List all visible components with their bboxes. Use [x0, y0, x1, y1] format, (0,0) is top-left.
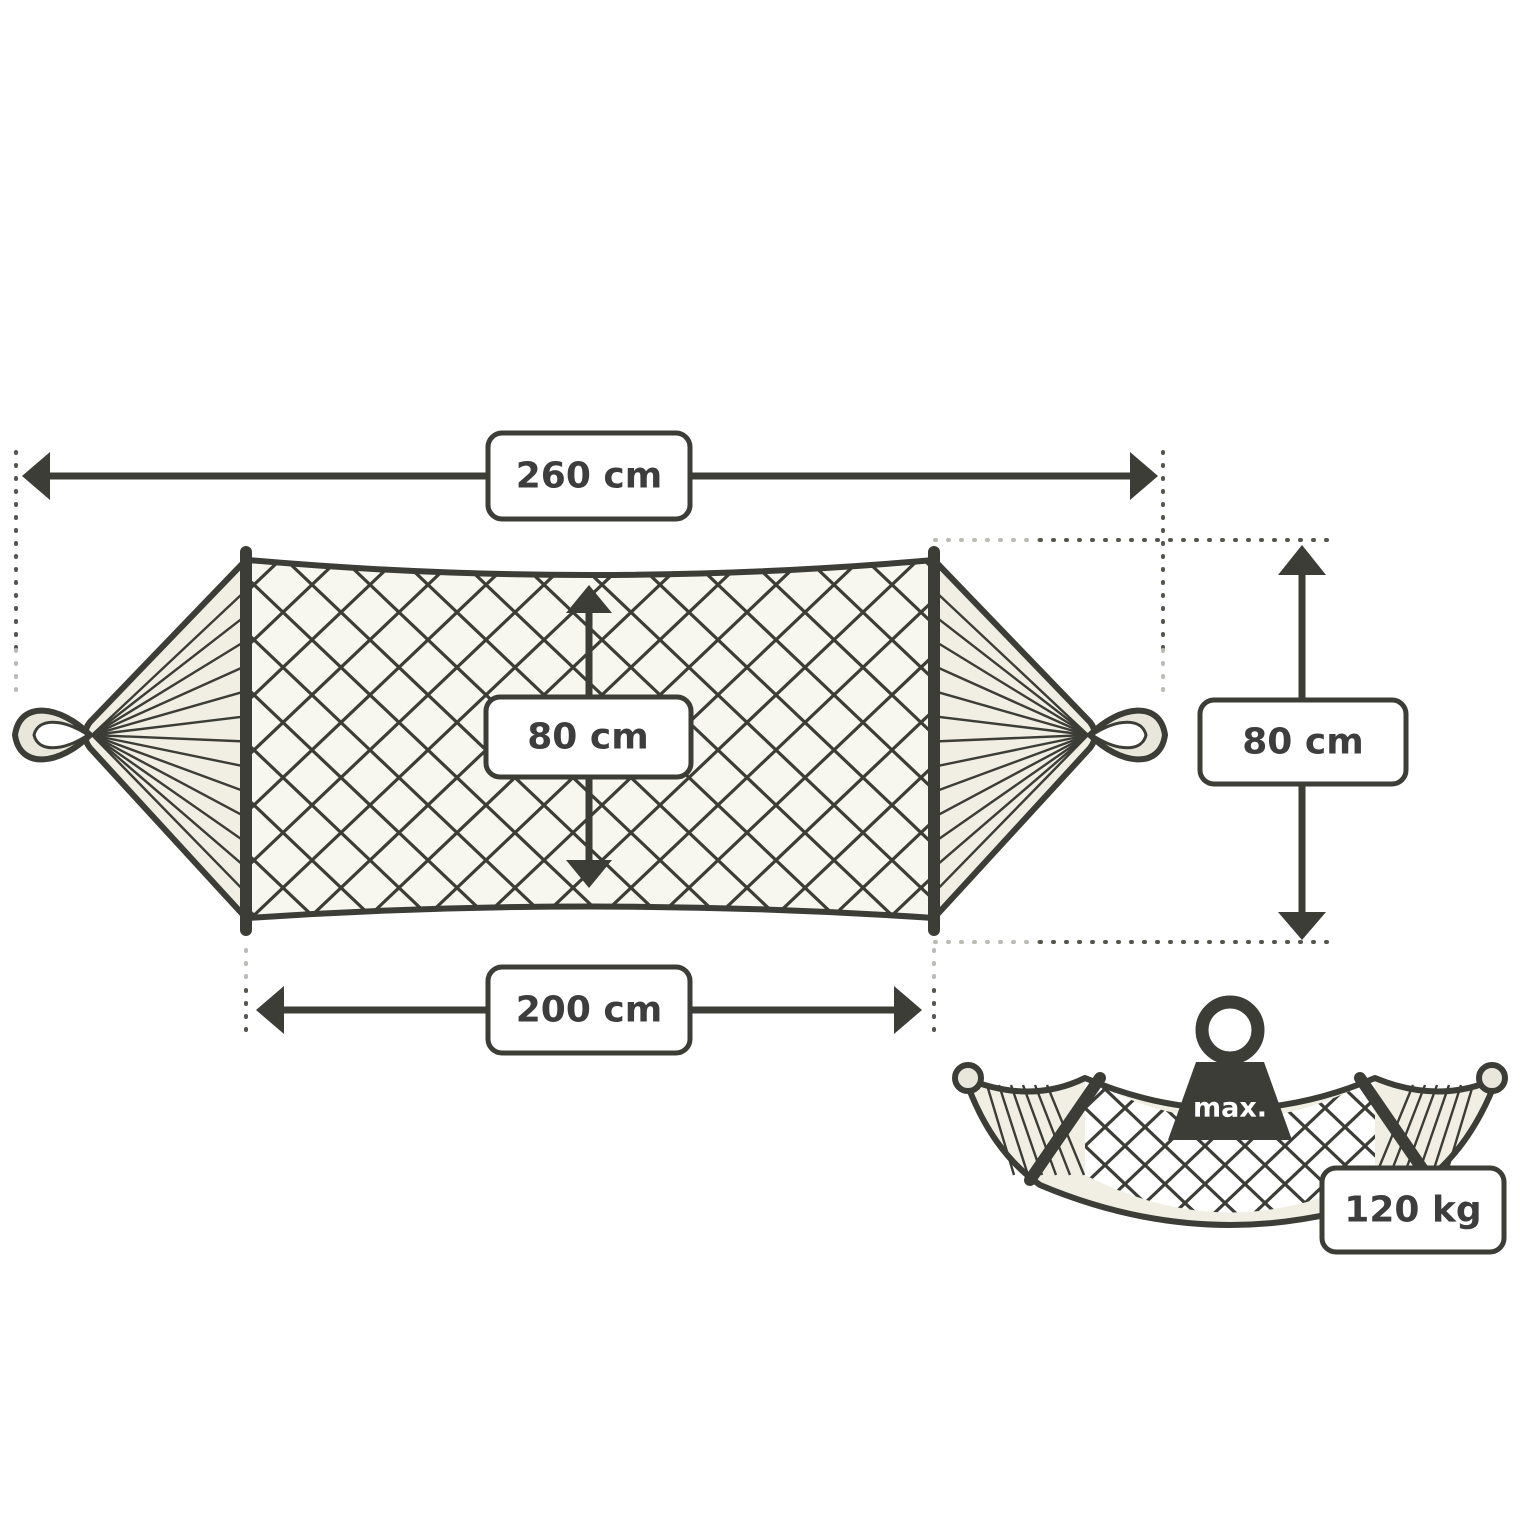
fabric-ray	[91, 733, 247, 768]
net-cord	[1243, 1078, 1375, 1213]
small-right-loop-icon	[1476, 1062, 1508, 1094]
net-cord	[685, 1070, 885, 1260]
net-cord	[1163, 1078, 1367, 1213]
fabric-ray	[91, 733, 247, 819]
net-width-dimension: 80 cm	[483, 585, 694, 888]
fabric-ray	[933, 734, 1089, 894]
net-cord	[765, 1070, 965, 1260]
net-length-dimension: 200 cm	[256, 964, 922, 1056]
net-cord	[248, 560, 630, 918]
net-cord	[725, 1070, 925, 1260]
fabric-ray	[91, 639, 247, 737]
net-cord	[1085, 1078, 1127, 1213]
net-cord	[690, 560, 934, 918]
net-cord	[748, 560, 934, 918]
arrow-up-icon	[566, 585, 612, 613]
net-cord	[248, 560, 456, 918]
fabric-ray	[1388, 1084, 1427, 1176]
arrow-down-icon	[566, 860, 612, 888]
small-right-spreader-bar	[1354, 1072, 1436, 1186]
fabric-ray	[933, 733, 1089, 794]
fabric-ray	[933, 664, 1089, 737]
fabric-ray	[933, 733, 1089, 819]
net-cord	[248, 560, 340, 918]
arrow-right-icon	[894, 986, 922, 1034]
net-cord	[685, 1070, 885, 1260]
fabric-ray	[933, 734, 1089, 844]
fabric-ray	[91, 715, 247, 737]
width-dimension: 80 cm	[1197, 545, 1409, 940]
fabric-ray	[933, 733, 1089, 743]
net-cord	[248, 560, 340, 918]
weight-label: max.	[1193, 1093, 1267, 1124]
arrow-left-icon	[22, 452, 50, 500]
hammock-left-end	[11, 557, 249, 921]
fabric-ray	[91, 733, 247, 743]
small-left-loop-icon	[952, 1062, 984, 1094]
net-cord	[248, 560, 398, 918]
net-cord	[248, 560, 398, 918]
net-cord	[574, 560, 934, 918]
arrow-up-icon	[1278, 545, 1326, 575]
fabric-ray	[933, 715, 1089, 737]
fabric-ray	[933, 614, 1089, 736]
net-width-label: 80 cm	[527, 717, 648, 758]
width-label: 80 cm	[1242, 722, 1363, 763]
net-cord	[632, 560, 934, 918]
total-length-dimension: 260 cm	[22, 430, 1158, 522]
fabric-ray	[1430, 1084, 1463, 1176]
fabric-ray	[933, 589, 1089, 736]
net-cord	[806, 560, 934, 918]
load-capacity-illustration: max. 120 kg	[685, 995, 1508, 1260]
fabric-ray	[933, 639, 1089, 737]
arrow-left-icon	[256, 986, 284, 1034]
total-length-label: 260 cm	[516, 456, 663, 497]
fabric-ray	[997, 1084, 1030, 1176]
net-cord	[248, 560, 572, 918]
net-cord	[1323, 1078, 1375, 1213]
fabric-ray	[91, 614, 247, 736]
net-cord	[748, 560, 934, 918]
net-cord	[1085, 1078, 1167, 1213]
hammock-right-end	[931, 557, 1169, 921]
arrow-right-icon	[1130, 452, 1158, 500]
net-length-label: 200 cm	[516, 990, 663, 1031]
max-load-label: 120 kg	[1344, 1190, 1481, 1231]
fabric-ray	[933, 689, 1089, 737]
small-left-spreader-bar	[1024, 1072, 1106, 1186]
guide-lines	[14, 450, 1332, 1044]
fabric-ray	[91, 664, 247, 737]
net-cord	[725, 1070, 925, 1260]
net-cord	[806, 560, 934, 918]
fabric-ray	[91, 734, 247, 894]
fabric-ray	[1033, 1084, 1072, 1176]
fabric-ray	[91, 734, 247, 844]
fabric-ray	[91, 733, 247, 794]
fabric-ray	[91, 589, 247, 736]
arrow-down-icon	[1278, 912, 1326, 940]
fabric-ray	[933, 734, 1089, 869]
net-cord	[765, 1070, 965, 1260]
fabric-ray	[91, 734, 247, 869]
net-cord	[248, 560, 514, 918]
fabric-ray	[91, 689, 247, 737]
fabric-ray	[933, 733, 1089, 768]
weight-icon: max.	[1168, 995, 1292, 1140]
